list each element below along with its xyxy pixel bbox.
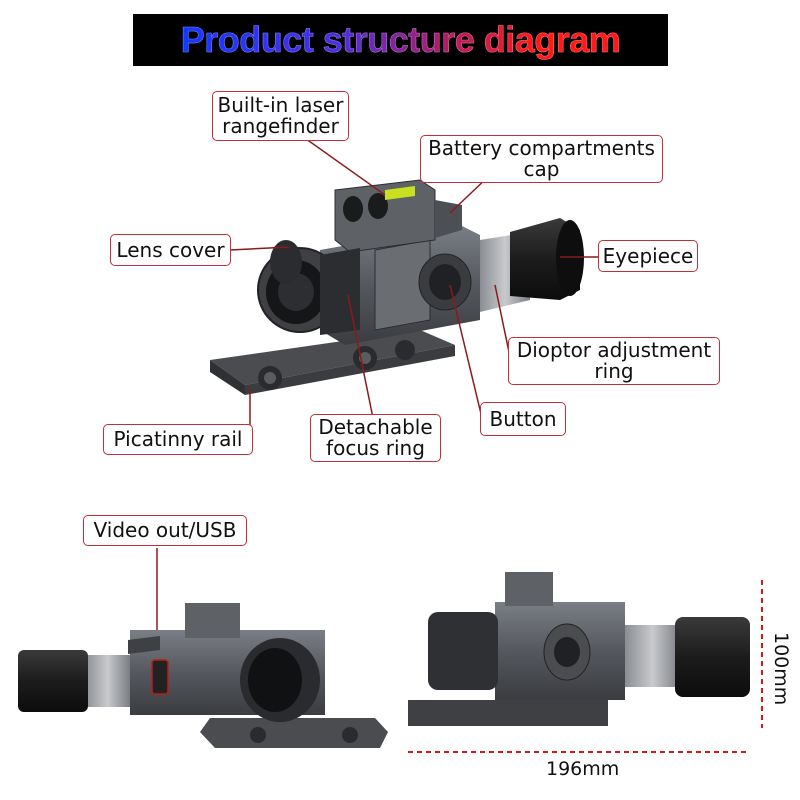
scope-dimension-illustration	[408, 572, 750, 726]
dimension-lines	[408, 580, 763, 753]
scope-main-illustration	[210, 179, 584, 395]
title-banner: Product structure diagram	[133, 14, 668, 66]
dimension-length: 196mm	[546, 758, 620, 780]
dimension-height: 100mm	[770, 632, 792, 706]
label-picatinny-rail: Picatinny rail	[103, 424, 253, 455]
label-eyepiece: Eyepiece	[598, 240, 698, 272]
label-button: Button	[480, 402, 566, 436]
label-lens-cover: Lens cover	[110, 234, 231, 266]
scope-side-illustration	[18, 603, 388, 748]
diagram-title: Product structure diagram	[180, 19, 621, 61]
label-video-out-usb: Video out/USB	[83, 515, 247, 546]
